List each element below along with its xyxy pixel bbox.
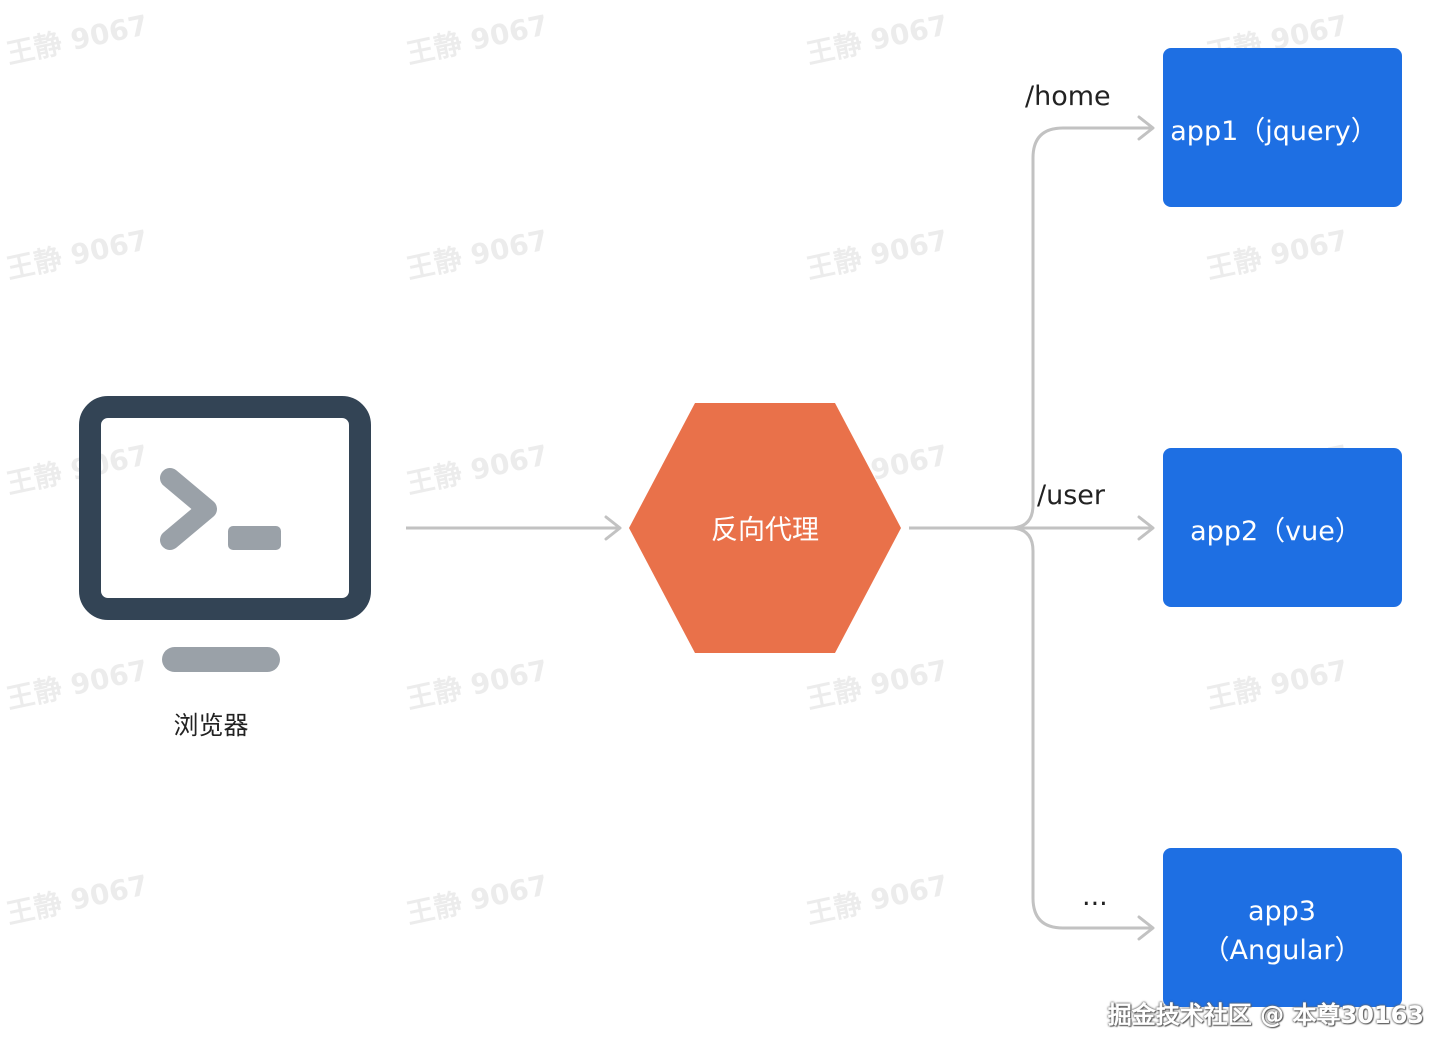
reverse-proxy-label: 反向代理	[711, 515, 819, 546]
app2-box	[1163, 448, 1402, 607]
app3-label-line1: app3	[1248, 896, 1316, 927]
browser-label: 浏览器	[173, 711, 248, 740]
monitor-stand	[162, 647, 280, 672]
route-other-label: ...	[1082, 881, 1108, 912]
app1-box	[1163, 48, 1402, 207]
route-user-label: /user	[1037, 480, 1106, 511]
terminal-prompt-icon	[160, 468, 217, 550]
app3-label-line2: （Angular）	[1203, 935, 1362, 966]
route-home-arrow	[1009, 115, 1155, 530]
terminal-cursor	[228, 526, 281, 550]
app3-box	[1163, 848, 1402, 1007]
footer-watermark: 掘金技术社区 @ 本尊30163	[1107, 1001, 1424, 1029]
route-home-label: /home	[1025, 81, 1111, 112]
reverse-proxy-node	[629, 403, 901, 653]
browser-monitor-icon	[79, 396, 371, 672]
route-other-arrow	[1009, 526, 1155, 941]
app2-label: app2（vue）	[1190, 516, 1362, 547]
app1-label: app1（jquery）	[1170, 116, 1377, 147]
